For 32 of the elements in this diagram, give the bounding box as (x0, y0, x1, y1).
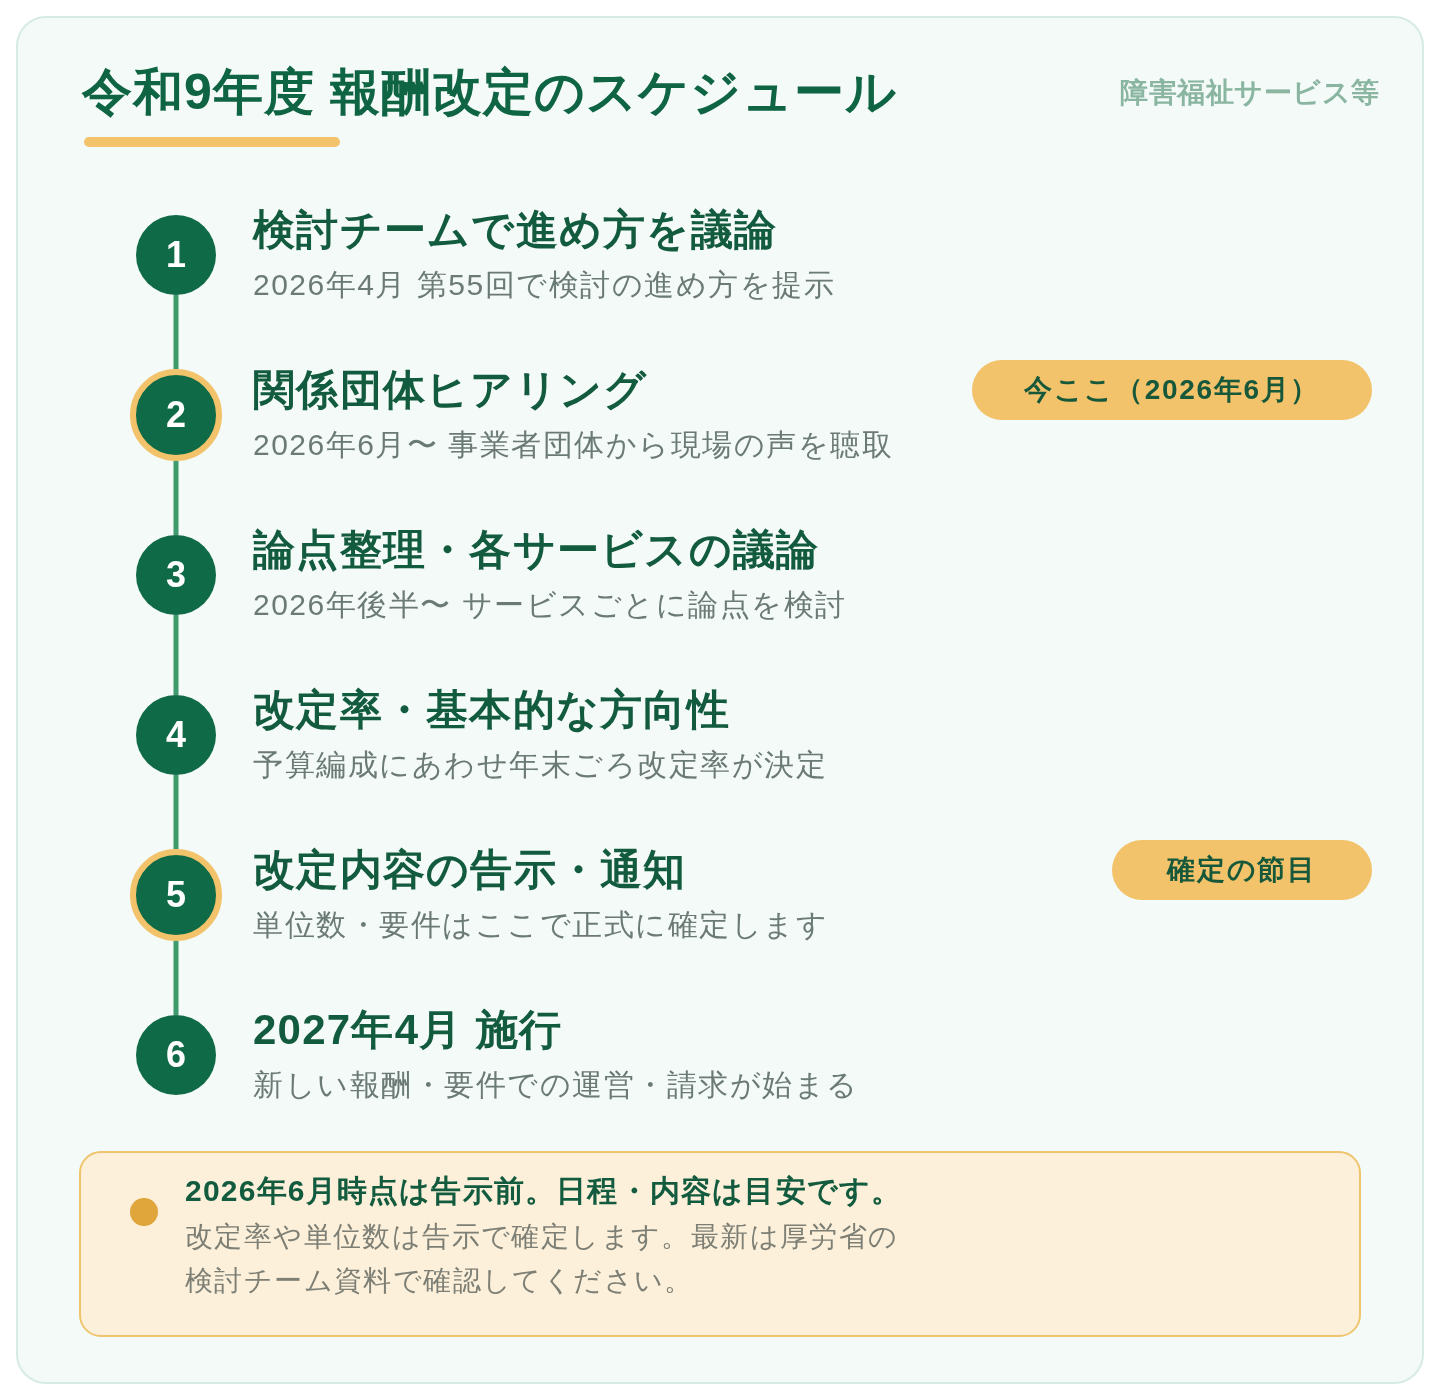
step-number: 5 (166, 877, 186, 913)
timeline-connector (173, 615, 179, 695)
step-number: 1 (166, 237, 186, 273)
pill-label: 確定の節目 (1167, 853, 1317, 887)
step-title: 改定率・基本的な方向性 (253, 685, 730, 735)
note-text: 改定率や単位数は告示で確定します。最新は厚労省の検討チーム資料で確認してください。 (185, 1220, 900, 1298)
highlight-pill (972, 360, 1372, 420)
pill-label: 今ここ（2026年6月） (1024, 373, 1320, 407)
note-heading: 2026年6月時点は告示前。日程・内容は目安です。 (185, 1173, 904, 1209)
step-number: 4 (166, 717, 186, 753)
step-description: 新しい報酬・要件での運営・請求が始まる (253, 1067, 859, 1103)
note-box (79, 1151, 1361, 1337)
step-title: 改定内容の告示・通知 (253, 845, 687, 895)
step-description: 2026年4月 第55回で検討の進め方を提示 (253, 267, 836, 303)
timeline-connector (173, 461, 179, 535)
timeline-connector (173, 941, 179, 1015)
step-description: 2026年後半〜 サービスごとに論点を検討 (253, 587, 847, 623)
step-title: 検討チームで進め方を議論 (253, 205, 778, 255)
timeline-connector (173, 295, 179, 369)
step-title: 2027年4月 施行 (253, 1005, 563, 1055)
step-title: 論点整理・各サービスの議論 (253, 525, 820, 575)
step-title: 関係団体ヒアリング (253, 365, 648, 415)
step-number: 3 (166, 557, 186, 593)
step-description: 予算編成にあわせ年末ごろ改定率が決定 (253, 747, 827, 783)
category-label: 障害福祉サービス等 (1119, 76, 1380, 110)
step-description: 2026年6月〜 事業者団体から現場の声を聴取 (253, 427, 894, 463)
step-description: 単位数・要件はここで正式に確定します (253, 907, 828, 943)
step-number: 6 (166, 1037, 186, 1073)
page-title: 令和9年度 報酬改定のスケジュール (82, 63, 897, 122)
highlight-pill (1112, 840, 1372, 900)
timeline-connector (173, 775, 179, 849)
step-number: 2 (166, 397, 186, 433)
